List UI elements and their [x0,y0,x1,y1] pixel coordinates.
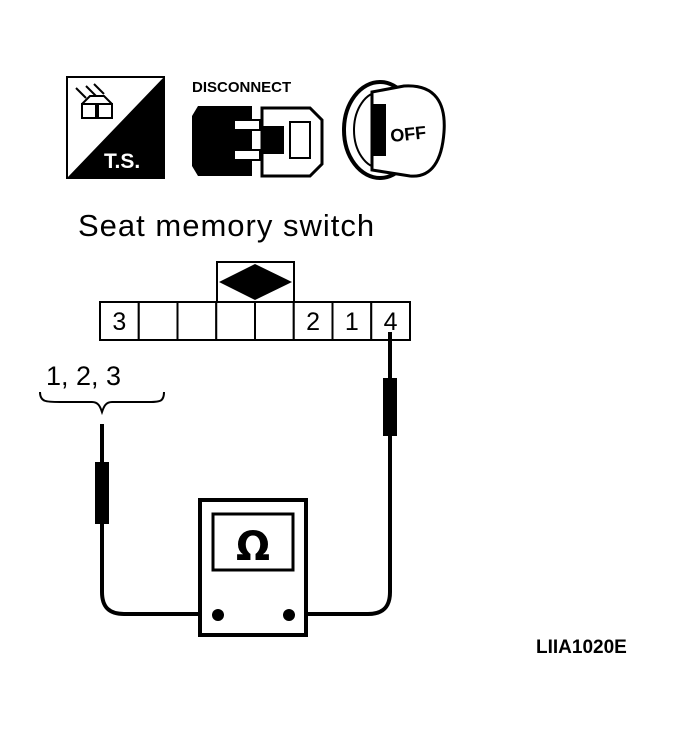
disconnect-label: DISCONNECT [192,79,291,96]
ohmmeter-icon: Ω [198,498,308,637]
disconnect-connector-icon: DISCONNECT [192,79,324,178]
meter-terminal-left [212,609,224,621]
left-test-lead [100,424,210,616]
left-probe-grip [95,462,109,524]
right-test-lead [290,332,392,616]
connector-pin-label: 2 [306,308,320,336]
group-brace [39,391,165,416]
connector-pin-cell [176,301,218,341]
connector-pin-label: 3 [112,308,126,336]
connector-pin-cell [254,301,295,341]
connector-pin-label: 1 [345,308,359,336]
off-label: OFF [389,122,427,146]
troubleshooting-tool-icon: T.S. [66,76,165,179]
connector-title: Seat memory switch [78,208,375,243]
probe-group-label: 1, 2, 3 [46,361,121,391]
ignition-key-off-icon: OFF [342,80,446,180]
connector-pin-cell [99,301,140,341]
connector-pin-cell [331,301,373,341]
meter-terminal-right [283,609,295,621]
connector-pin-cell [215,301,256,341]
connector-pin-cell [137,301,179,341]
connector-pin-label: 4 [384,308,398,336]
right-probe-grip [383,378,397,436]
figure-code: LIIA1020E [536,637,627,658]
ts-label: T.S. [104,150,140,173]
ohm-symbol: Ω [236,524,270,570]
